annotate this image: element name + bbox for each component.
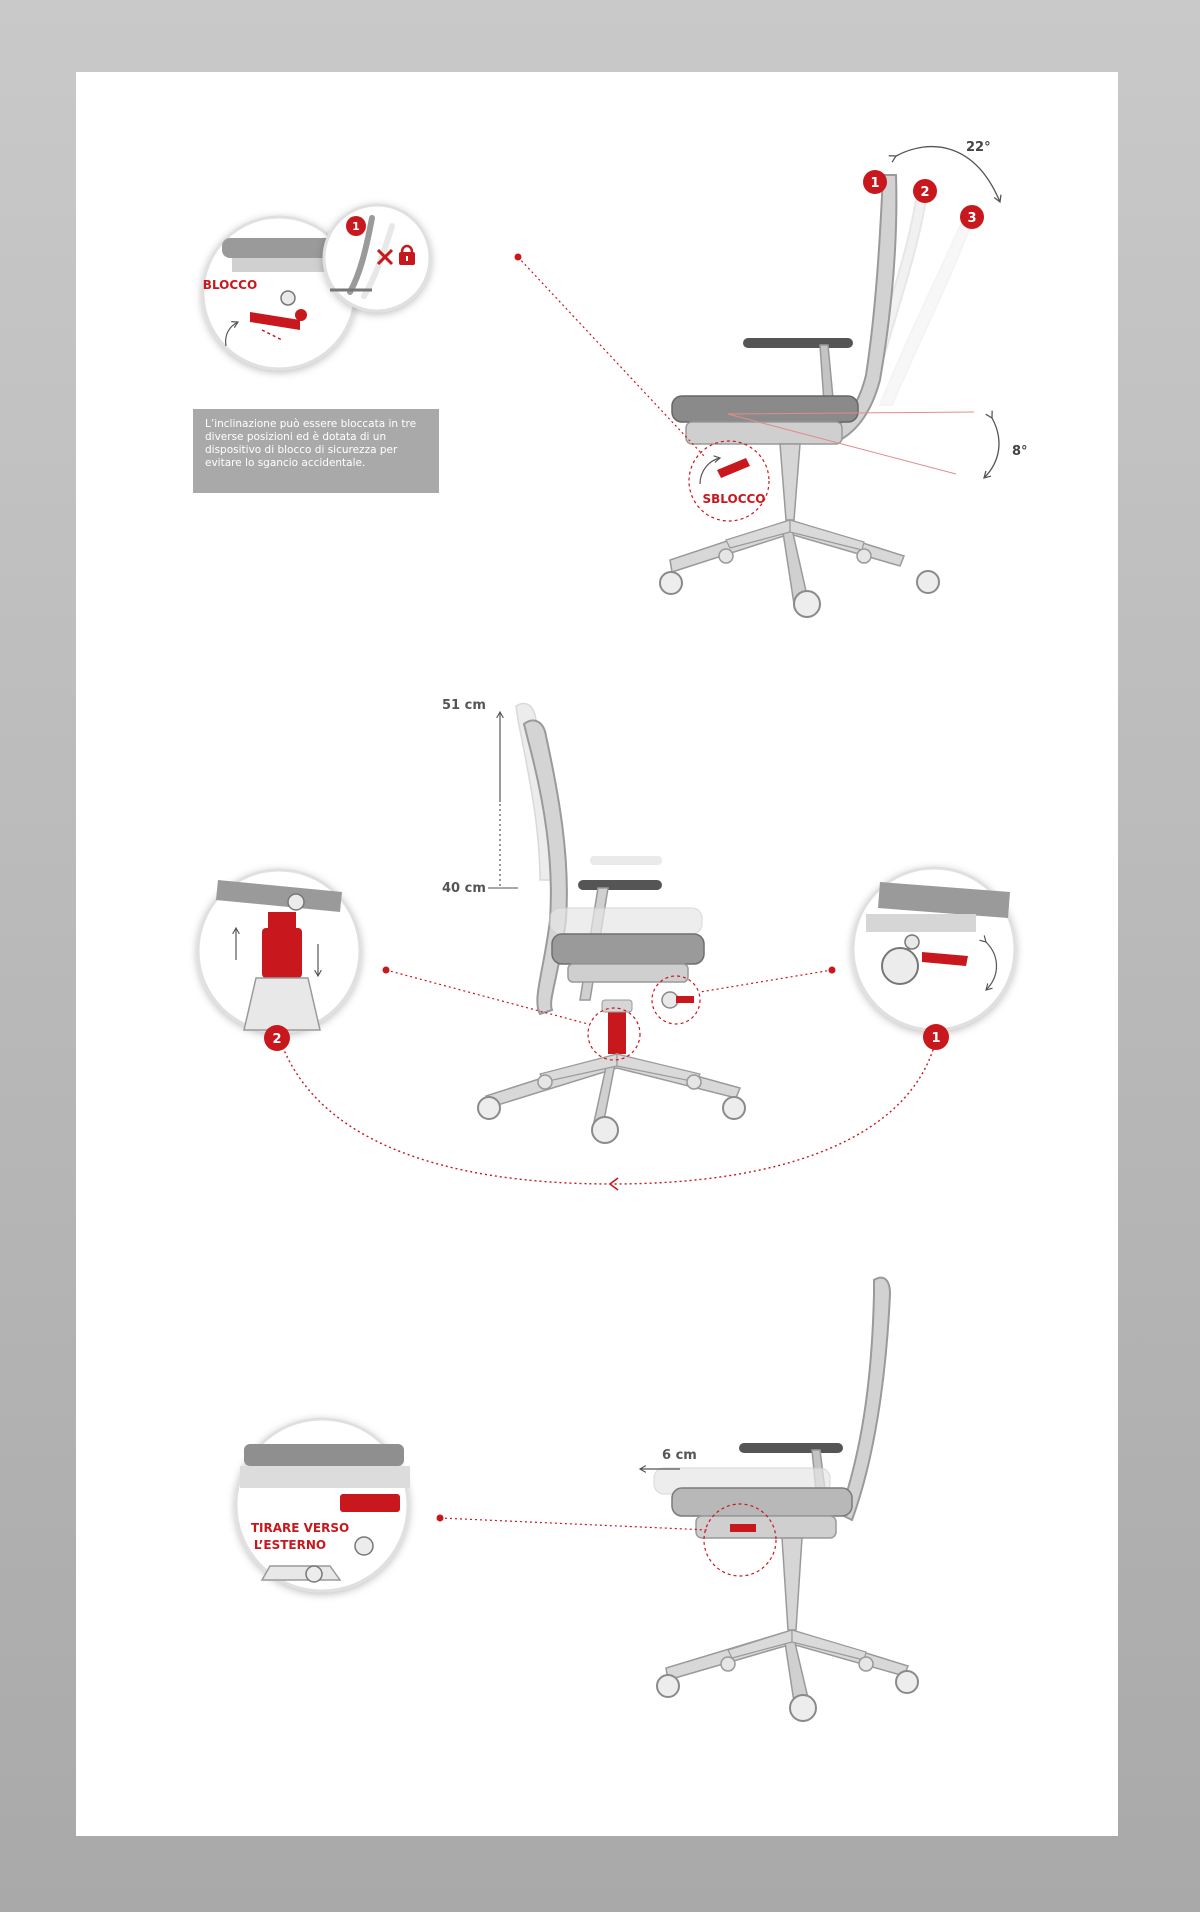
height-max-label: 51 cm [442, 698, 486, 713]
rotate-arrow-icon [225, 321, 240, 347]
height-lever-detail [922, 952, 968, 966]
caster [916, 570, 940, 594]
instruction-line-1: TIRARE VERSO [251, 1521, 349, 1535]
chair-height [477, 702, 746, 1144]
seat-angle-label: 8° [1012, 444, 1028, 459]
position-badge-2: 2 [913, 179, 937, 203]
caster [656, 1674, 680, 1698]
lock-detail-art [222, 238, 342, 347]
gas-column [608, 1010, 626, 1054]
svg-text:1: 1 [352, 220, 360, 233]
position-badge-1: 1 [863, 170, 887, 194]
caster [659, 571, 683, 595]
caster [477, 1096, 501, 1120]
caster [537, 1074, 553, 1090]
depth-lever-detail [340, 1494, 400, 1512]
height-min-label: 40 cm [442, 881, 486, 896]
gas-highlight [587, 1007, 641, 1061]
svg-text:1: 1 [870, 176, 879, 191]
armrest-pad [578, 880, 662, 890]
chair-depth [653, 1276, 919, 1722]
seat-cushion [551, 933, 705, 965]
caster [720, 1656, 736, 1672]
caster [793, 590, 821, 618]
leader-line [385, 969, 589, 1025]
depth-distance-label: 6 cm [662, 1448, 697, 1463]
rotate-arrow-icon [699, 455, 722, 485]
leader-line [517, 256, 705, 457]
leader-line [699, 969, 833, 993]
lever-detail-art [866, 882, 1010, 991]
height-section: 51 cm 40 cm [196, 698, 1017, 1191]
seat-cushion [671, 395, 859, 423]
ghost-backrest-3 [878, 221, 974, 406]
leader-dot [514, 253, 522, 261]
lock-lever [250, 312, 300, 330]
caster [722, 1096, 746, 1120]
back-angle-label: 22° [966, 140, 991, 155]
armrest-pad [743, 338, 853, 348]
svg-text:1: 1 [931, 1031, 940, 1046]
svg-text:2: 2 [272, 1032, 281, 1047]
caster [718, 548, 734, 564]
seat-angle-guide [727, 413, 957, 475]
seat-angle-guide [727, 411, 975, 415]
back-angle-arrow-icon [888, 145, 1002, 204]
instruction-line-2: L’ESTERNO [254, 1538, 326, 1552]
caster [591, 1116, 619, 1144]
height-lever [676, 996, 694, 1003]
gas-column [779, 443, 801, 521]
unlock-label: SBLOCCO [702, 492, 765, 506]
svg-text:3: 3 [967, 211, 976, 226]
caster [856, 548, 872, 564]
seat-angle-arrow-icon [983, 410, 1000, 479]
lever-badge: 1 [923, 1024, 949, 1050]
gas-column [781, 1537, 803, 1631]
depth-lever [730, 1524, 756, 1532]
gas-detail-art [216, 880, 342, 1031]
depth-section: 6 cm TIRARE VERSO L’ESTERNO [234, 1276, 919, 1722]
caster [789, 1694, 817, 1722]
position-badge-3: 3 [960, 205, 984, 229]
unlock-lever [717, 458, 750, 478]
unlock-highlight [688, 440, 770, 522]
gas-badge: 2 [264, 1025, 290, 1051]
lock-label: BLOCCO [203, 278, 257, 292]
tilt-note: L’inclinazione può essere bloccata in tr… [193, 409, 439, 493]
detail-badge: 1 [346, 216, 366, 236]
tilt-section: SBLOCCO 8° 22° 1 2 3 [201, 140, 1028, 618]
sequence-arrow-icon [608, 1177, 619, 1191]
depth-highlight [703, 1503, 777, 1577]
chair-tilt [659, 174, 940, 618]
svg-text:2: 2 [920, 185, 929, 200]
lever-highlight [651, 975, 701, 1025]
armrest-pad [739, 1443, 843, 1453]
lock-icon [399, 244, 415, 265]
leader-line [439, 1517, 709, 1531]
caster [858, 1656, 874, 1672]
cross-icon [376, 248, 394, 266]
depth-detail-art [240, 1444, 410, 1583]
caster [895, 1670, 919, 1694]
rotate-arrow-icon [979, 935, 998, 991]
caster [686, 1074, 702, 1090]
